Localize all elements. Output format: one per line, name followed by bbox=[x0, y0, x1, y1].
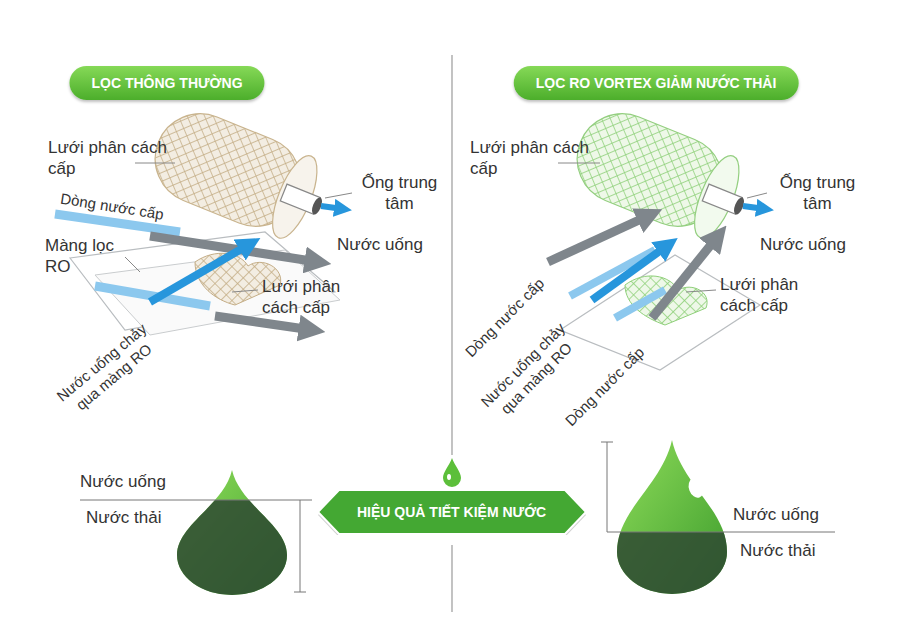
part-label: Nước uống chảy qua màng RO bbox=[42, 311, 173, 430]
part-label: Nước thải bbox=[86, 507, 196, 528]
part-label: Nước uống bbox=[80, 471, 190, 492]
part-label: Nước uống bbox=[760, 234, 860, 255]
part-label: Lưới phân cách cấp bbox=[470, 137, 595, 180]
part-label: Màng lọc RO bbox=[45, 235, 130, 278]
part-label: Lưới phân cách cấp bbox=[48, 137, 173, 180]
part-label: Dòng nước cấp bbox=[562, 344, 649, 431]
node-text: LỌC RO VORTEX GIẢM NƯỚC THẢI bbox=[536, 75, 777, 91]
badge-outline bbox=[318, 490, 586, 534]
part-label: Dòng nước cấp bbox=[59, 190, 165, 225]
part-label: Lưới phân cách cấp bbox=[720, 274, 835, 317]
arrow-badge: HIỆU QUẢ TIẾT KIỆM NƯỚC bbox=[317, 489, 587, 535]
node-text: LỌC THÔNG THƯỜNG bbox=[91, 75, 242, 91]
part-label: Nước thải bbox=[740, 540, 850, 561]
part-label: Ống trung tâm bbox=[770, 172, 865, 215]
part-label: Nước uống bbox=[733, 504, 843, 525]
node-text: HIỆU QUẢ TIẾT KIỆM NƯỚC bbox=[357, 504, 546, 520]
header-pill: LỌC THÔNG THƯỜNG bbox=[69, 66, 264, 100]
header-pill: LỌC RO VORTEX GIẢM NƯỚC THẢI bbox=[514, 66, 799, 100]
part-label: Lưới phân cách cấp bbox=[262, 276, 377, 319]
part-label: Nước uống bbox=[337, 234, 437, 255]
part-label: Ống trung tâm bbox=[352, 172, 447, 215]
